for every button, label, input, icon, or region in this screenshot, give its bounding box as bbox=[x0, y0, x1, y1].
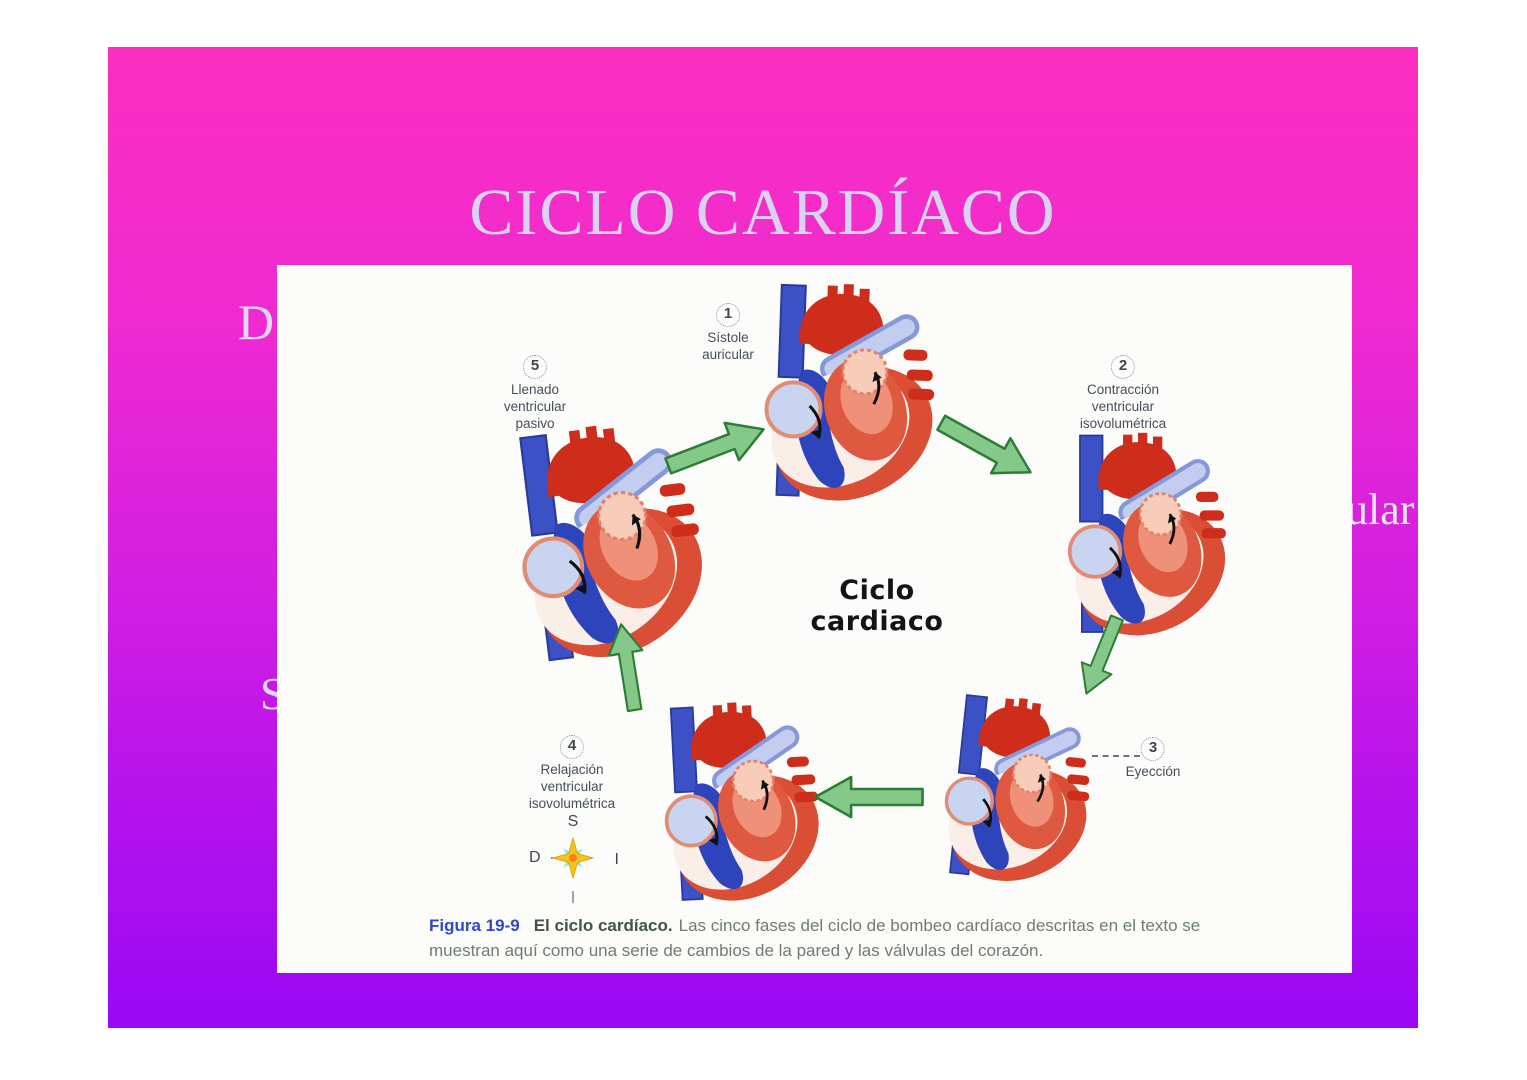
hidden-text-fragment-right: ular bbox=[1346, 485, 1415, 534]
figure-caption-lead: El ciclo cardíaco. bbox=[533, 916, 673, 935]
phase-label-4: 4 Relajación ventricular isovolumétrica bbox=[528, 735, 616, 811]
heart-illustration-phase-2 bbox=[1043, 430, 1233, 645]
phase-number-5: 5 bbox=[523, 355, 547, 379]
compass-letter-left: D bbox=[529, 849, 541, 866]
heart-illustration-phase-4 bbox=[630, 695, 836, 915]
figure-caption-text-line1: Las cinco fases del ciclo de bombeo card… bbox=[678, 916, 1201, 935]
phase-number-4: 4 bbox=[560, 735, 584, 759]
cycle-arrow-icon-3-to-4 bbox=[807, 769, 933, 825]
compass-bottom-tick bbox=[572, 891, 574, 903]
phase-label-5: 5 Llenado ventricular pasivo bbox=[503, 355, 567, 431]
heart-illustration-phase-3 bbox=[912, 686, 1106, 898]
figure-caption-text-line2: muestran aquí como una serie de cambios … bbox=[429, 941, 1044, 960]
orientation-star-icon: S D I bbox=[527, 813, 619, 903]
phase-number-2: 2 bbox=[1111, 355, 1135, 379]
phase-number-3: 3 bbox=[1141, 737, 1165, 761]
compass-star-glyph bbox=[551, 836, 595, 880]
diagram-center-title: Ciclo cardiaco bbox=[810, 575, 944, 638]
figure-caption: Figura 19-9 El ciclo cardíaco. Las cinco f… bbox=[429, 913, 1309, 963]
presentation-slide: CICLO CARDÍACO D S ular bbox=[108, 47, 1418, 1028]
figure-caption-label: Figura 19-9 bbox=[429, 916, 520, 935]
compass-letter-superior: S bbox=[567, 813, 579, 830]
figure-panel: 1 Sístole auricular 2 Contracción ventri… bbox=[277, 265, 1352, 973]
compass-letter-right: I bbox=[614, 851, 619, 868]
phase-label-2: 2 Contracción ventricular isovolumétrica bbox=[1079, 355, 1167, 431]
slide-title: CICLO CARDÍACO bbox=[469, 176, 1057, 249]
phase-label-3: 3 Eyección bbox=[1125, 737, 1181, 779]
cycle-arrow-icon-1-to-2 bbox=[919, 393, 1051, 500]
phase-label-1: 1 Sístole auricular bbox=[702, 303, 754, 362]
hidden-text-fragment-left-top: D bbox=[238, 294, 275, 350]
heart-illustration-phase-1 bbox=[736, 274, 944, 519]
phase-number-1: 1 bbox=[716, 303, 740, 327]
phase-3-leader-line bbox=[1092, 755, 1140, 757]
